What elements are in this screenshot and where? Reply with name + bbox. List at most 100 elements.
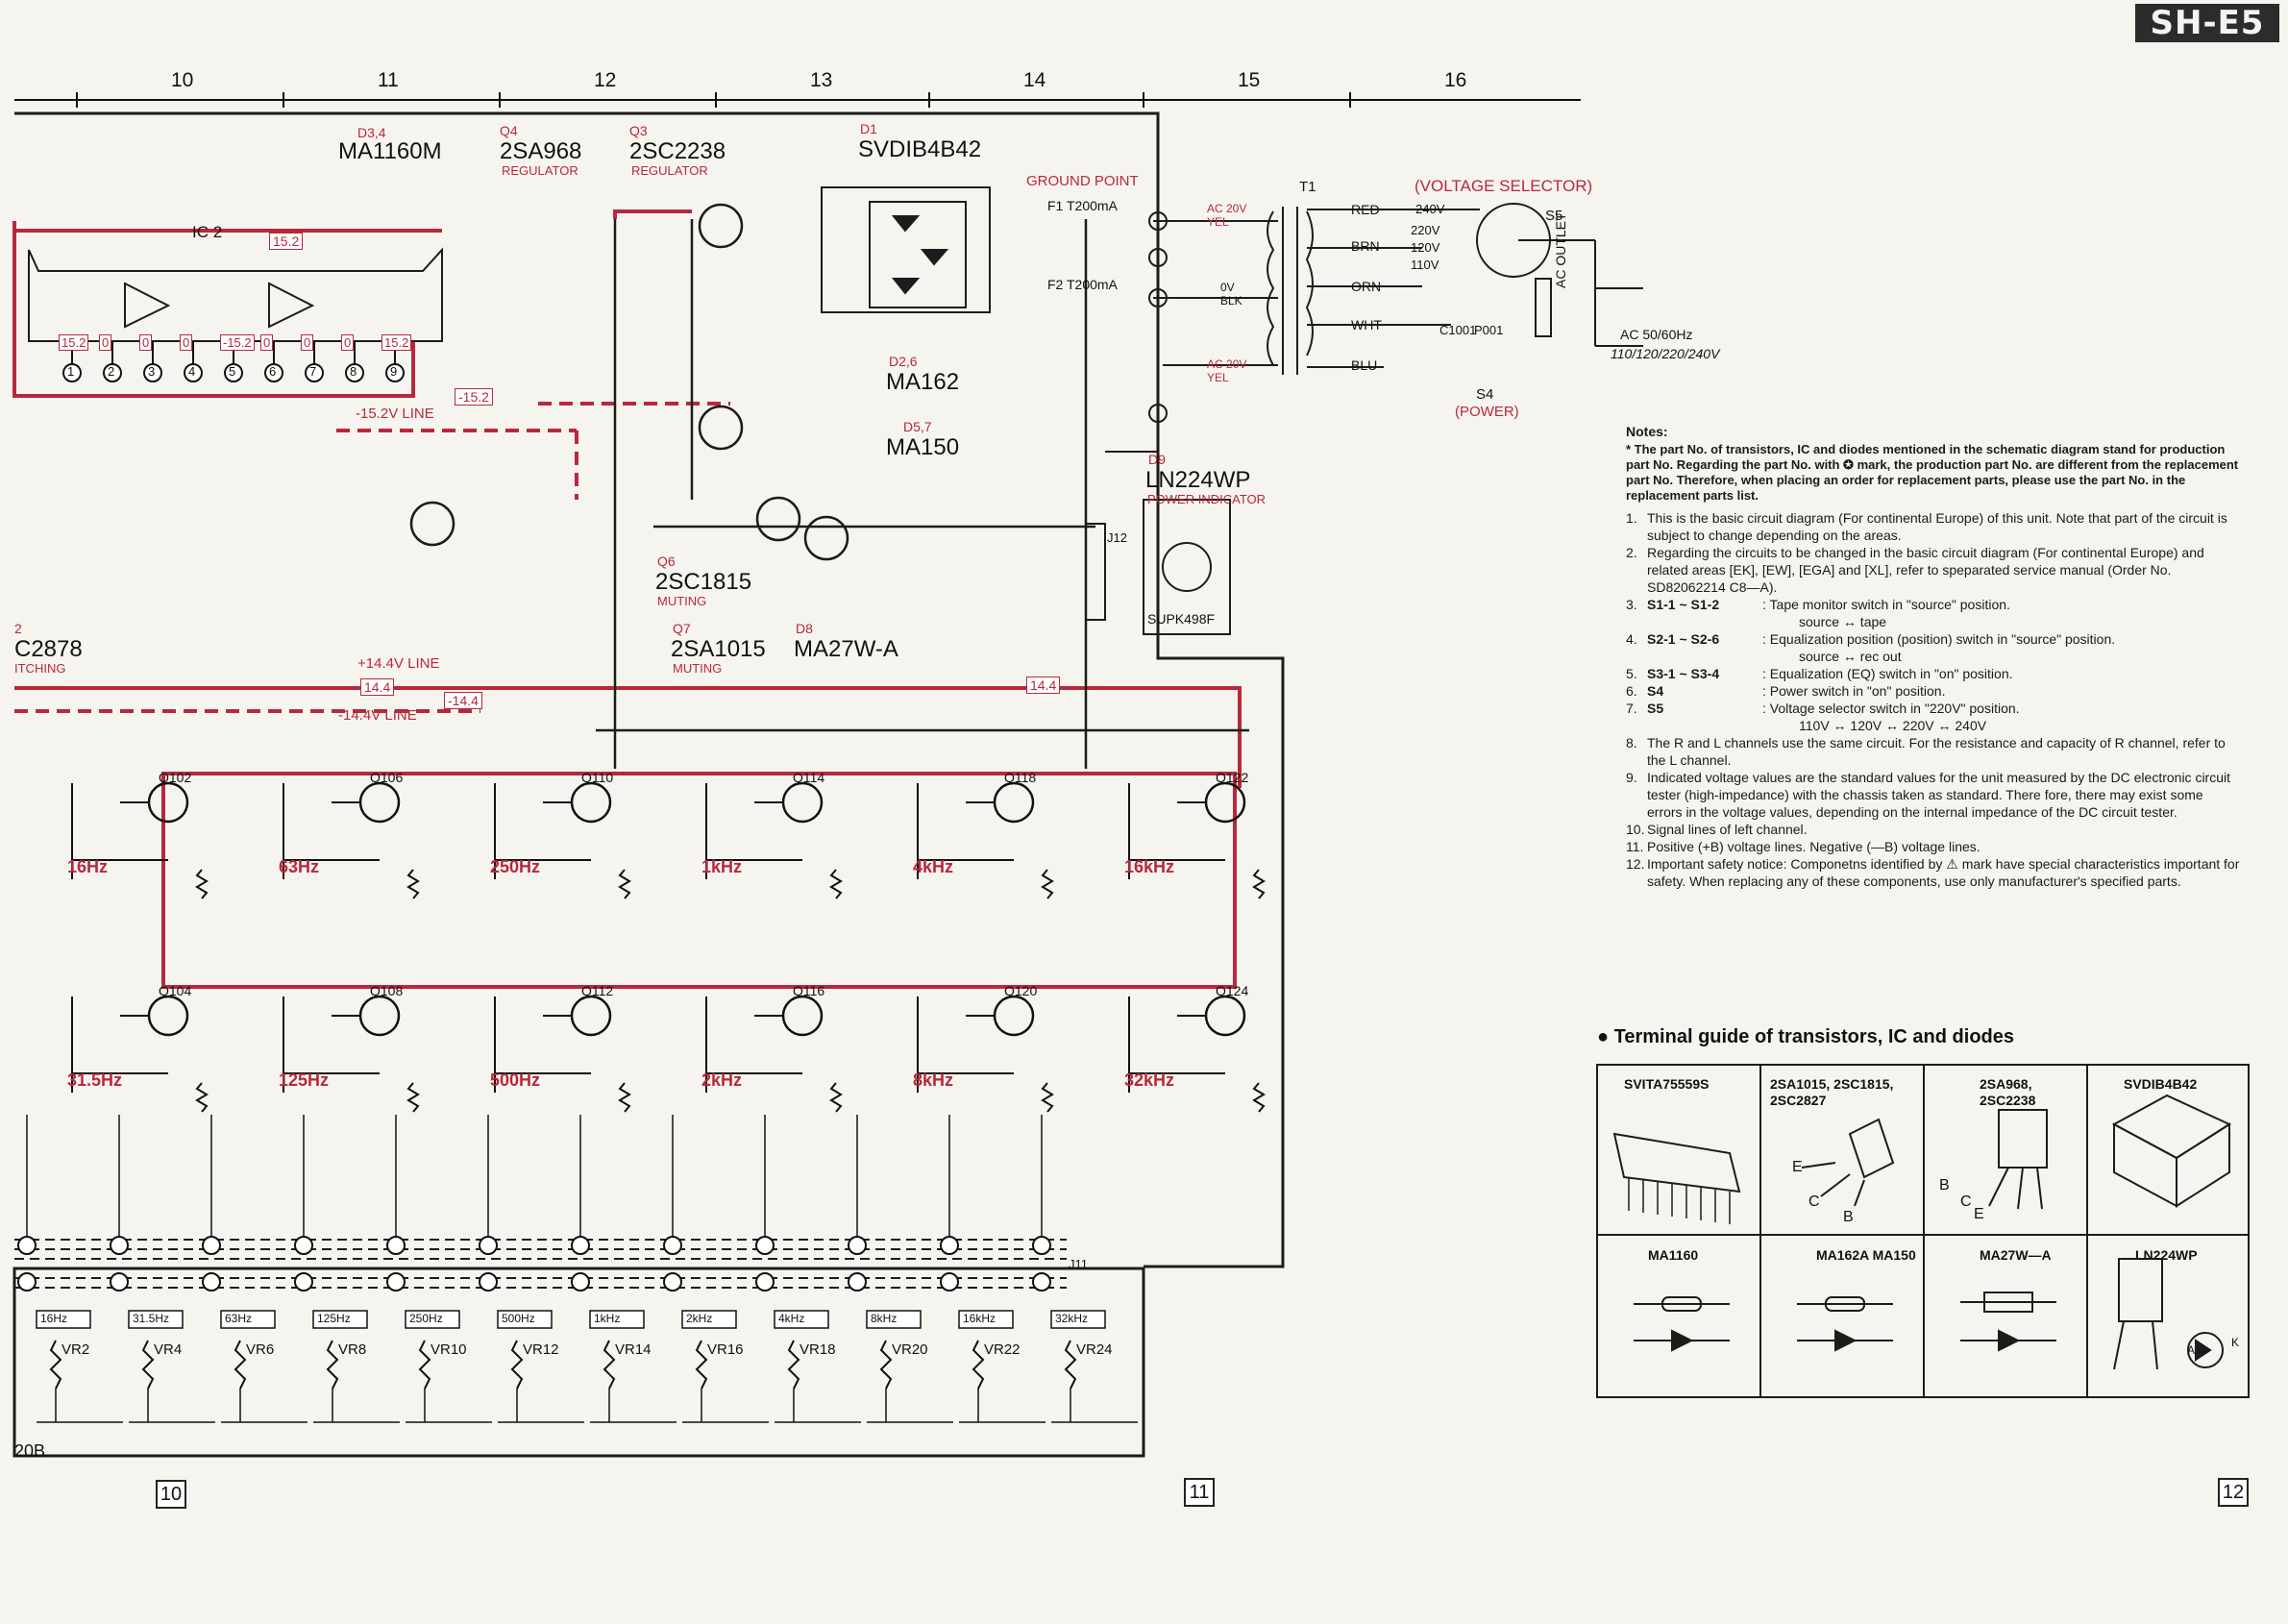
note-number: 7.: [1626, 701, 1637, 716]
slider-frequency: 63Hz: [225, 1312, 253, 1325]
label-left-part: C2878: [14, 636, 83, 662]
ic-pin-number: 3: [148, 364, 156, 379]
note-number: 10.: [1626, 822, 1645, 837]
slider-frequency: 250Hz: [409, 1312, 443, 1325]
sec-ac20-top: AC 20V YEL: [1207, 202, 1247, 229]
label-d9-ref: D9: [1148, 452, 1166, 467]
band-frequency: 16kHz: [1124, 857, 1175, 876]
note-text: This is the basic circuit diagram (For c…: [1647, 510, 2227, 543]
vneg144-badge: -14.4: [444, 692, 482, 709]
sec-0v: 0V BLK: [1220, 281, 1242, 308]
note-text: : Equalization position (position) switc…: [1762, 631, 2116, 647]
pin-label: C: [1808, 1193, 1820, 1210]
note-text: : Voltage selector switch in "220V" posi…: [1762, 701, 2020, 716]
terminal-guide-cell-label: MA1160: [1648, 1247, 1699, 1263]
grid-col-14: 14: [1023, 69, 1046, 91]
c1001-label: C1001: [1439, 323, 1477, 337]
note-key: S3-1 ~ S3-4: [1647, 666, 1720, 681]
label-q3-ref: Q3: [629, 123, 648, 138]
fuse1-label: F1 T200mA: [1047, 198, 1118, 213]
notes-heading: Notes:: [1626, 424, 1668, 439]
terminal-guide-cell-label: MA27W—A: [1980, 1247, 2052, 1263]
tap-120: 120V: [1411, 240, 1440, 255]
tap-110: 110V: [1411, 258, 1439, 272]
label-q7-part: 2SA1015: [671, 636, 766, 662]
band-transistor: Q116: [793, 983, 825, 998]
s5-label: S5: [1545, 208, 1563, 224]
note-text: Positive (+B) voltage lines. Negative (—…: [1647, 839, 1980, 854]
band-frequency: 125Hz: [279, 1070, 330, 1090]
wire-orn: ORN: [1351, 279, 1382, 294]
note-item: 10.Signal lines of left channel.: [1626, 821, 2241, 838]
label-q3-role: REGULATOR: [631, 163, 708, 178]
p001-label: P001: [1474, 323, 1504, 337]
note-text: Important safety notice: Componetns iden…: [1647, 856, 2240, 889]
pin-label: C: [1960, 1193, 1972, 1210]
note-item: 6.S4: Power switch in "on" position.: [1626, 682, 2241, 700]
note-number: 1.: [1626, 510, 1637, 526]
neg14-line-label: -14.4V LINE: [338, 707, 417, 724]
ic-pin-voltage: 0: [139, 334, 153, 351]
label-d1-ref: D1: [860, 121, 877, 136]
page-number-12: 12: [2218, 1478, 2249, 1507]
grid-ruler: [14, 92, 1581, 108]
note-item: 1. This is the basic circuit diagram (For…: [1626, 509, 2241, 544]
band-transistor: Q102: [159, 770, 192, 785]
label-q7-ref: Q7: [673, 621, 691, 636]
grid-col-16: 16: [1444, 69, 1467, 91]
note-item: 5.S3-1 ~ S3-4: Equalization (EQ) switch …: [1626, 665, 2241, 682]
note-number: 12.: [1626, 856, 1645, 872]
note-key: S2-1 ~ S2-6: [1647, 631, 1720, 647]
ic-pin-voltage: -15.2: [220, 334, 255, 351]
band-frequency: 2kHz: [701, 1070, 743, 1090]
page-number-10: 10: [156, 1480, 186, 1509]
band-transistor: Q114: [793, 770, 825, 785]
pin-label: E: [1792, 1159, 1803, 1175]
ac-voltages-label: 110/120/220/240V: [1611, 346, 1720, 361]
note-number: 4.: [1626, 631, 1637, 647]
note-item: 3.S1-1 ~ S1-2: Tape monitor switch in "s…: [1626, 596, 2241, 613]
slider-vr: VR4: [154, 1341, 183, 1358]
note-text: Regarding the circuits to be changed in …: [1647, 545, 2204, 595]
note-key: S4: [1647, 683, 1664, 699]
pin-label: B: [1939, 1177, 1950, 1193]
band-frequency: 31.5Hz: [67, 1070, 123, 1090]
band-frequency: 1kHz: [701, 857, 743, 876]
ic-pin-number: 4: [188, 364, 196, 379]
fuse2-label: F2 T200mA: [1047, 277, 1118, 292]
label-left-role: ITCHING: [14, 661, 66, 676]
t1-label: T1: [1299, 179, 1316, 195]
band-transistor: Q106: [370, 770, 404, 785]
band-frequency: 500Hz: [490, 1070, 541, 1090]
grid-col-12: 12: [594, 69, 617, 91]
band-frequency: 250Hz: [490, 857, 541, 876]
note-text: Signal lines of left channel.: [1647, 822, 1808, 837]
note-key: S1-1 ~ S1-2: [1647, 597, 1720, 612]
slider-vr: VR20: [892, 1341, 928, 1358]
note-number: 5.: [1626, 666, 1637, 681]
pos14-line-label: +14.4V LINE: [357, 655, 440, 672]
ic-pin-number: 1: [67, 364, 75, 379]
note-subtext: source ↔ tape: [1799, 614, 1887, 629]
terminal-guide-cell-label: 2SA1015, 2SC1815, 2SC2827: [1770, 1076, 1894, 1108]
band-frequency: 4kHz: [913, 857, 954, 876]
band-transistor: Q124: [1216, 983, 1249, 998]
band-frequency: 63Hz: [279, 857, 320, 876]
jh-label: J11: [1069, 1257, 1088, 1271]
led-anode-label: A: [2187, 1343, 2196, 1357]
notes-star: * The part No. of transistors, IC and di…: [1626, 442, 2239, 503]
slider-frequency: 32kHz: [1055, 1312, 1089, 1325]
slider-frequency: 4kHz: [778, 1312, 805, 1325]
label-q6-role: MUTING: [657, 594, 707, 608]
indicator-part: SUPK498F: [1147, 611, 1216, 627]
note-text: : Tape monitor switch in "source" positi…: [1762, 597, 2010, 612]
ic-pin-number: 7: [309, 364, 317, 379]
note-subtext: 110V ↔ 120V ↔ 220V ↔ 240V: [1799, 718, 1987, 733]
wire-wht: WHT: [1351, 317, 1382, 332]
band-transistor: Q122: [1216, 770, 1249, 785]
page-number-11: 11: [1184, 1478, 1215, 1507]
band-transistor: Q112: [581, 983, 614, 998]
slider-frequency: 1kHz: [594, 1312, 621, 1325]
j12-label: J12: [1107, 530, 1127, 545]
